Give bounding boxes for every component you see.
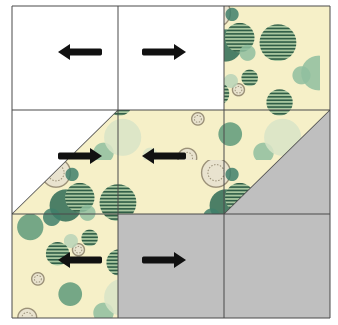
cell-r1-c1 bbox=[118, 110, 224, 214]
cell-r0-c0 bbox=[12, 6, 118, 110]
cell-r0-c2 bbox=[224, 6, 330, 110]
cell-r2-c1 bbox=[118, 214, 224, 318]
cell-r0-c1 bbox=[118, 6, 224, 110]
cell-r2-c0 bbox=[12, 214, 118, 318]
cell-r2-c2 bbox=[224, 214, 330, 318]
